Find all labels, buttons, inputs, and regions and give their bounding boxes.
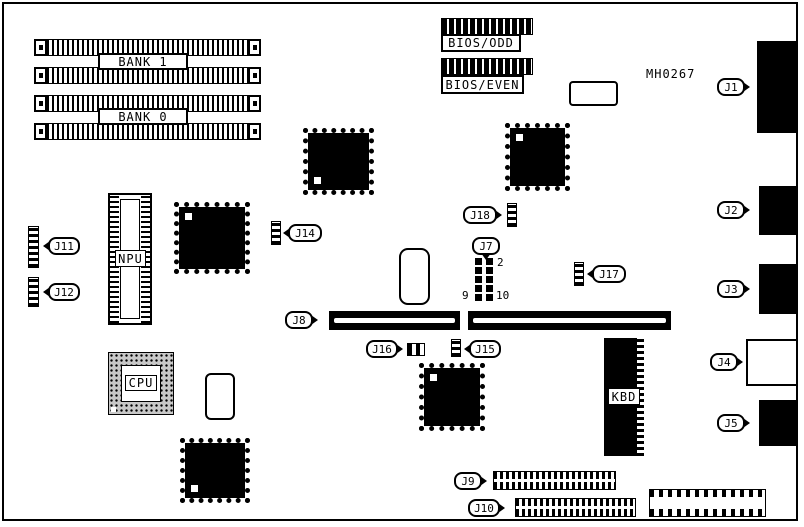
pin1-dot <box>185 213 192 220</box>
j7-pin <box>486 285 493 292</box>
simm-socket <box>34 123 261 140</box>
callout-j12: J12 <box>48 283 80 301</box>
j7-pin <box>486 258 493 265</box>
pin1-dot <box>314 177 321 184</box>
connector-j2 <box>759 186 796 235</box>
ic-qfp-bottom-left <box>180 438 250 503</box>
callout-j4: J4 <box>710 353 738 371</box>
pin-header-j18 <box>507 203 517 227</box>
callout-j10: J10 <box>468 499 500 517</box>
slot-j8-a <box>329 311 460 330</box>
toothed-connector-strip <box>649 489 766 517</box>
bank0-label: BANK 0 <box>98 108 188 125</box>
bios-odd-socket <box>441 18 533 35</box>
callout-j8: J8 <box>285 311 313 329</box>
j7-pin <box>486 276 493 283</box>
connector-j3 <box>759 264 796 314</box>
simm-clip <box>34 39 47 56</box>
callout-j18: J18 <box>463 206 497 224</box>
simm-clip <box>248 95 261 112</box>
pin1-dot <box>191 485 198 492</box>
bank1-label: BANK 1 <box>98 53 188 70</box>
callout-j5: J5 <box>717 414 745 432</box>
connector-j4 <box>746 339 796 386</box>
connector-j9 <box>493 471 616 490</box>
pin1-dot <box>516 134 523 141</box>
callout-j7: J7 <box>472 237 500 255</box>
motherboard-diagram: BANK 1 BANK 0 BIOS/ODD BIOS/EVEN MH0267 … <box>2 2 798 521</box>
j7-pin9-label: 9 <box>462 289 469 302</box>
simm-pins <box>47 123 248 140</box>
ic-qfp-top-center <box>303 128 374 195</box>
j7-pin <box>486 267 493 274</box>
pin-header-j16 <box>407 343 425 356</box>
j7-pin <box>475 285 482 292</box>
j7-pin <box>475 258 482 265</box>
callout-j15: J15 <box>469 340 501 358</box>
j7-pin <box>475 276 482 283</box>
npu-label: NPU <box>115 250 146 267</box>
callout-j9: J9 <box>454 472 482 490</box>
callout-j17: J17 <box>592 265 626 283</box>
crystal-oscillator <box>569 81 618 106</box>
callout-j11: J11 <box>48 237 80 255</box>
simm-clip <box>34 95 47 112</box>
simm-clip <box>248 123 261 140</box>
cpu-label: CPU <box>125 375 157 391</box>
connector-j1 <box>757 41 796 133</box>
pin-header-j17 <box>574 262 584 286</box>
oscillator-can <box>399 248 430 305</box>
part-number: MH0267 <box>646 67 696 81</box>
pin-header-j15 <box>451 339 461 357</box>
callout-j1: J1 <box>717 78 745 96</box>
simm-clip <box>248 67 261 84</box>
bios-even-label: BIOS/EVEN <box>441 75 524 94</box>
ic-qfp-top-right <box>505 123 570 191</box>
pin1-dot <box>430 374 437 381</box>
j7-pin <box>475 267 482 274</box>
kbd-label: KBD <box>608 388 640 405</box>
pin1-dot <box>111 407 116 412</box>
connector-j5 <box>759 400 796 446</box>
j7-pin2-label: 2 <box>497 256 504 269</box>
ic-qfp-left <box>174 202 250 274</box>
simm-clip <box>34 123 47 140</box>
callout-j2: J2 <box>717 201 745 219</box>
pin-header-j7 <box>475 258 493 301</box>
simm-socket <box>34 67 261 84</box>
callout-j3: J3 <box>717 280 745 298</box>
simm-clip <box>34 67 47 84</box>
callout-j14: J14 <box>288 224 322 242</box>
simm-clip <box>248 39 261 56</box>
pin-header-j14 <box>271 221 281 245</box>
connector-j10 <box>515 498 636 517</box>
bios-even-socket <box>441 58 533 75</box>
pin-header-j11 <box>28 226 39 268</box>
slot-j8-b <box>468 311 671 330</box>
bios-odd-label: BIOS/ODD <box>441 34 521 52</box>
pin-header-j12 <box>28 277 39 307</box>
ic-qfp-center-bottom <box>419 363 485 431</box>
j7-pin <box>475 294 482 301</box>
crystal-cpu <box>205 373 235 420</box>
j7-pin10-label: 10 <box>496 289 510 302</box>
j7-pin <box>486 294 493 301</box>
callout-j16: J16 <box>366 340 398 358</box>
